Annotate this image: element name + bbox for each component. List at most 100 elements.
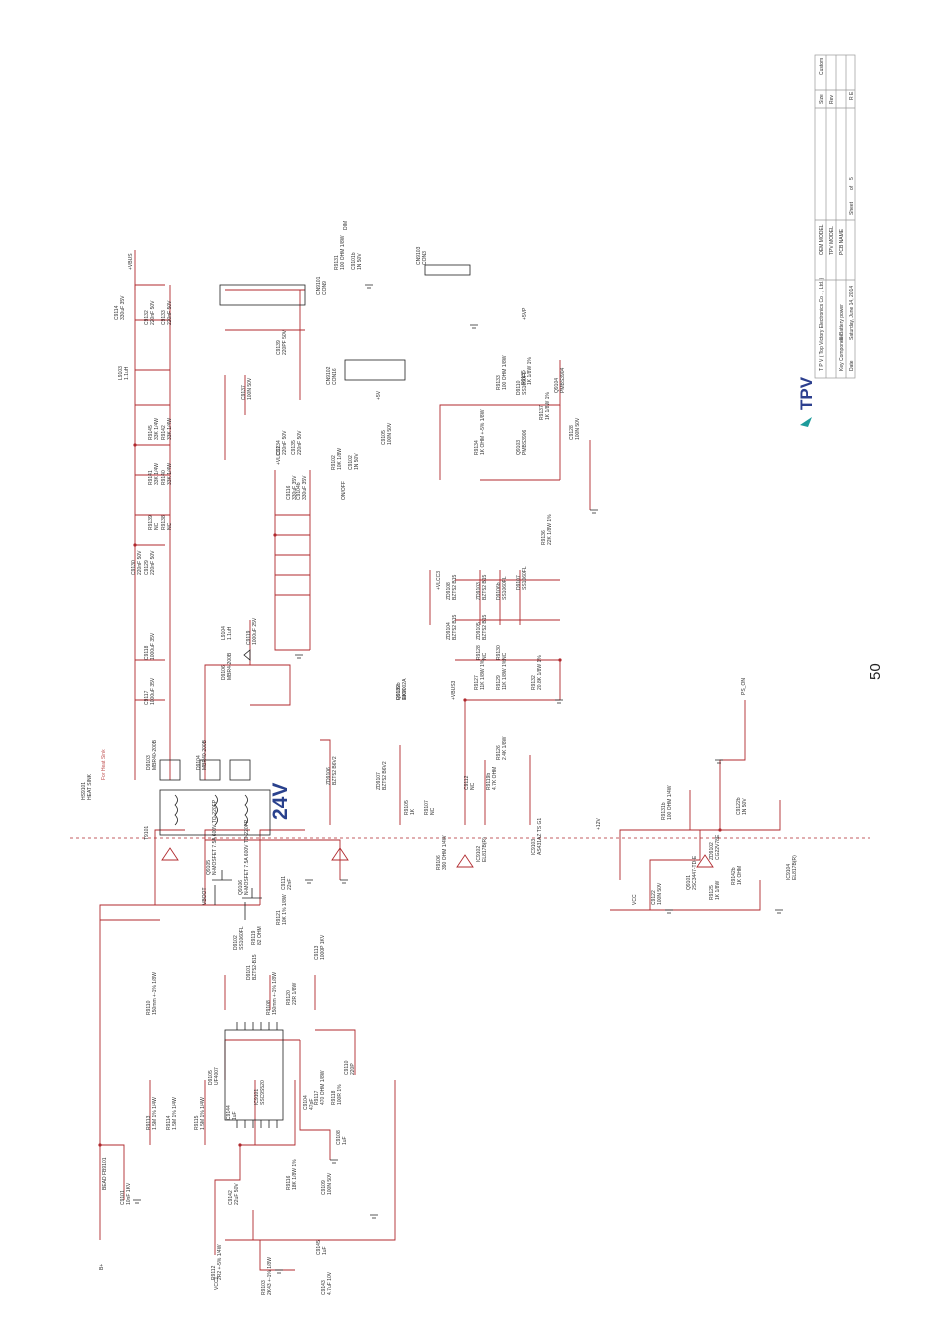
component-label: R9110150mm +-1% 1/8W — [146, 972, 158, 1015]
component-label: L91041.1uH — [221, 626, 233, 640]
component-value: CON9 — [322, 281, 328, 295]
component-ref: C9114 — [114, 305, 120, 320]
component-value: 4.7uF 10V — [327, 1271, 333, 1295]
component-value: RK7002A — [402, 678, 408, 700]
component-label: ZD9102CG22V78E — [709, 834, 721, 860]
component-value: 330uF 35V — [302, 475, 308, 500]
component-value: 220PF 50V — [282, 329, 288, 355]
component-value: UF4007 — [214, 1067, 220, 1085]
component-value: HEAT SINK — [87, 773, 93, 800]
component-label: R91032K43 +-1% 1/8W — [261, 1257, 273, 1295]
component-value: 1K 1/8W 1% — [527, 357, 533, 385]
component-value: 1.5M 1% 1/4W — [152, 1097, 158, 1130]
ic9101-body — [224, 1029, 284, 1121]
component-ref: R9117 — [314, 1090, 320, 1105]
component-value: 22R 1/8W — [292, 982, 298, 1005]
component-value: SS1060FL — [522, 566, 528, 590]
component-label: C9130220nF 50V — [131, 550, 143, 575]
component-value: BZT52-B15 — [252, 954, 258, 980]
component-ref: ZD9108 — [446, 582, 452, 600]
component-ref: ZD9105 — [476, 622, 482, 640]
component-value: NC — [502, 652, 508, 660]
component-label: R91122R2 +-5% 1/4W — [211, 1244, 223, 1280]
component-value: 220P — [350, 1063, 356, 1075]
component-value: MBR40-200B — [152, 739, 158, 770]
component-label: C91081uF — [336, 1130, 348, 1145]
component-value: 220nF 50V — [282, 430, 288, 455]
component-label: C9132220nF 50V — [144, 300, 156, 325]
component-label: C9135220nF 50V — [291, 430, 303, 455]
component-ref: C9101 — [120, 1190, 126, 1205]
component-ref: R9134 — [474, 440, 480, 455]
net-label: +5V — [376, 390, 382, 400]
component-ref: Q9104 — [554, 378, 560, 393]
net-labels: B+VCC1VCC+12V+VBUS+VLCC2+VLCC3+VBUS3+5VP… — [99, 221, 747, 1290]
component-label: D9106MBR4-200B — [221, 652, 233, 680]
component-ref: C9142 — [228, 1190, 234, 1205]
component-value: 22K 1/8W 1% — [547, 514, 553, 545]
component-ref: C9143 — [321, 1280, 327, 1295]
component-value: 4.7K OHM — [492, 767, 498, 790]
component-label: R914233K 1/4W — [161, 418, 173, 440]
component-ref: R9142 — [161, 425, 167, 440]
component-label: R91351K 1/8W 1% — [521, 357, 533, 385]
transformer-windings — [174, 794, 248, 826]
component-ref: R9125 — [709, 885, 715, 900]
component-ref: ZD9104 — [446, 622, 452, 640]
component-value: 100N 50V — [387, 422, 393, 445]
component-label: C9137100N 50V — [241, 377, 253, 400]
component-ref: R9129 — [496, 675, 502, 690]
title-custom: Custom — [819, 58, 825, 75]
component-value: 330uF 35V — [292, 475, 298, 500]
component-ref: C9105 — [381, 430, 387, 445]
component-label: C91434.7uF 10V — [321, 1271, 333, 1295]
component-ref: D9101 — [246, 965, 252, 980]
component-label: C91441uF — [226, 1105, 238, 1120]
component-value: 1K 1/8W 1% — [545, 392, 551, 420]
component-ref: D9106 — [221, 665, 227, 680]
component-label: R912110K 1% 1/8W — [276, 894, 288, 925]
component-ref: C9104b — [296, 482, 302, 500]
component-label: C9112NC — [464, 775, 476, 790]
component-label: R91151.5M 1% 1/4W — [194, 1097, 206, 1130]
component-label: R914033K 1/4W — [161, 463, 173, 485]
component-ref: C9111 — [281, 876, 287, 890]
component-label: ZD9106BZT52 B6V2 — [326, 756, 338, 785]
component-value: 10K 1% 1/8W — [282, 894, 288, 925]
title-sheet: Sheet — [849, 201, 855, 215]
component-value: 1.5M 1% 1/4W — [172, 1097, 178, 1130]
component-ref: R9119 — [251, 930, 257, 945]
component-label: R9133100 OHM 1/8W — [496, 355, 508, 390]
component-ref: C9122 — [651, 890, 657, 905]
component-value: 18K 1/8W 1% — [292, 1159, 298, 1190]
component-label: R9139b100K — [396, 682, 408, 700]
component-ref: D9102 — [233, 935, 239, 950]
title-rev: Rev — [829, 95, 835, 104]
component-label: CN9103CON3 — [416, 246, 428, 265]
heatsink-note: For Heat Sink — [101, 749, 107, 780]
component-label: D9110SS1060FL — [516, 371, 528, 395]
component-ref: IC9101 — [254, 1089, 260, 1105]
component-ref: C9137 — [241, 385, 247, 400]
mosfet-q9105 — [212, 870, 232, 905]
component-label: C91021N 50V — [348, 453, 360, 470]
component-value: 2.4K 1/8W — [502, 736, 508, 760]
component-value: NC — [470, 782, 476, 790]
component-ref: R9131b — [661, 802, 667, 820]
component-value: 1uF — [322, 1246, 328, 1255]
component-ref: C9112 — [464, 775, 470, 790]
component-value: PMBS3904 — [560, 367, 566, 393]
component-ref: C9144 — [226, 1105, 232, 1120]
component-label: R9128NC — [476, 645, 488, 660]
title-oem-model: OEM MODEL — [819, 224, 825, 255]
component-value: N-MOSFET 7.5A 600V TO-220FP — [212, 799, 218, 875]
component-value: 390 OHM 1/4W — [442, 835, 448, 870]
component-value: EL817B(R) — [792, 855, 798, 880]
component-ref: R9116 — [286, 1175, 292, 1190]
component-value: SS1060FL — [522, 371, 528, 395]
component-ref: R9102 — [331, 455, 337, 470]
component-label: C910447pF — [303, 1095, 315, 1110]
component-ref: CN9103 — [416, 246, 422, 265]
cn9102-body — [219, 284, 306, 306]
component-value: BZT52 B15 — [482, 574, 488, 600]
